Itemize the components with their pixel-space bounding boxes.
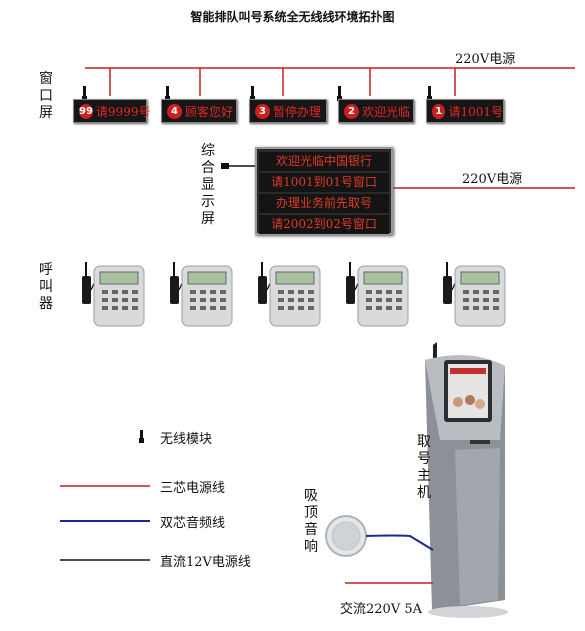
window-number-badge: 2 [344,103,359,119]
window-screen-5: 1 请1001号 [426,99,504,123]
window-screen-text: 欢迎光临 [362,104,411,119]
window-screen-1: 99 请9999号 [73,99,150,123]
antenna-icon [82,86,432,101]
label-ticket-machine: 取号主机 [417,434,431,501]
legend-dc-12v-power: 直流12V电源线 [160,555,251,570]
diagram-title: 智能排队叫号系统全无线线环境拓扑图 [190,10,395,24]
display-antenna-icon [221,163,255,169]
display-row-1: 欢迎光临中国银行 [259,152,389,171]
ceiling-speaker-icon [325,515,367,557]
window-screen-text: 顾客您好 [185,104,234,119]
window-number-badge: 1 [432,103,446,119]
legend-three-core-power: 三芯电源线 [160,481,226,496]
window-number-badge: 4 [167,103,182,119]
window-screen-2: 4 顾客您好 [161,99,237,123]
window-screen-text: 暂停办理 [273,104,322,119]
window-number-badge: 3 [255,103,270,119]
display-row-3: 办理业务前先取号 [259,194,389,213]
speaker-audio-line [365,534,434,551]
legend-wireless-module: 无线模块 [160,432,213,447]
label-ceiling-speaker: 吸顶音响 [304,488,318,555]
legend-dual-core-audio: 双芯音频线 [160,516,226,531]
caller-devices [82,262,506,327]
label-caller: 呼叫器 [39,262,53,312]
display-row-2: 请1001到01号窗口 [259,173,389,192]
window-screen-4: 2 欢迎光临 [338,99,414,123]
composite-display: 欢迎光临中国银行 请1001到01号窗口 办理业务前先取号 请2002到02号窗… [255,147,393,235]
window-screen-text: 请1001号 [448,104,503,119]
display-row-4: 请2002到02号窗口 [259,215,389,234]
legend-wireless-icon [139,430,144,443]
label-window-screen: 窗口屏 [39,71,53,121]
ticket-machine-kiosk [425,342,508,618]
window-number-badge: 99 [79,103,93,119]
power-label-middle: 220V电源 [462,172,523,187]
window-screen-text: 请9999号 [95,104,151,119]
power-label-bottom: 交流220V 5A [340,602,422,617]
label-composite-display: 综合显示屏 [201,143,215,227]
power-label-top: 220V电源 [455,52,516,67]
window-screen-3: 3 暂停办理 [249,99,327,123]
